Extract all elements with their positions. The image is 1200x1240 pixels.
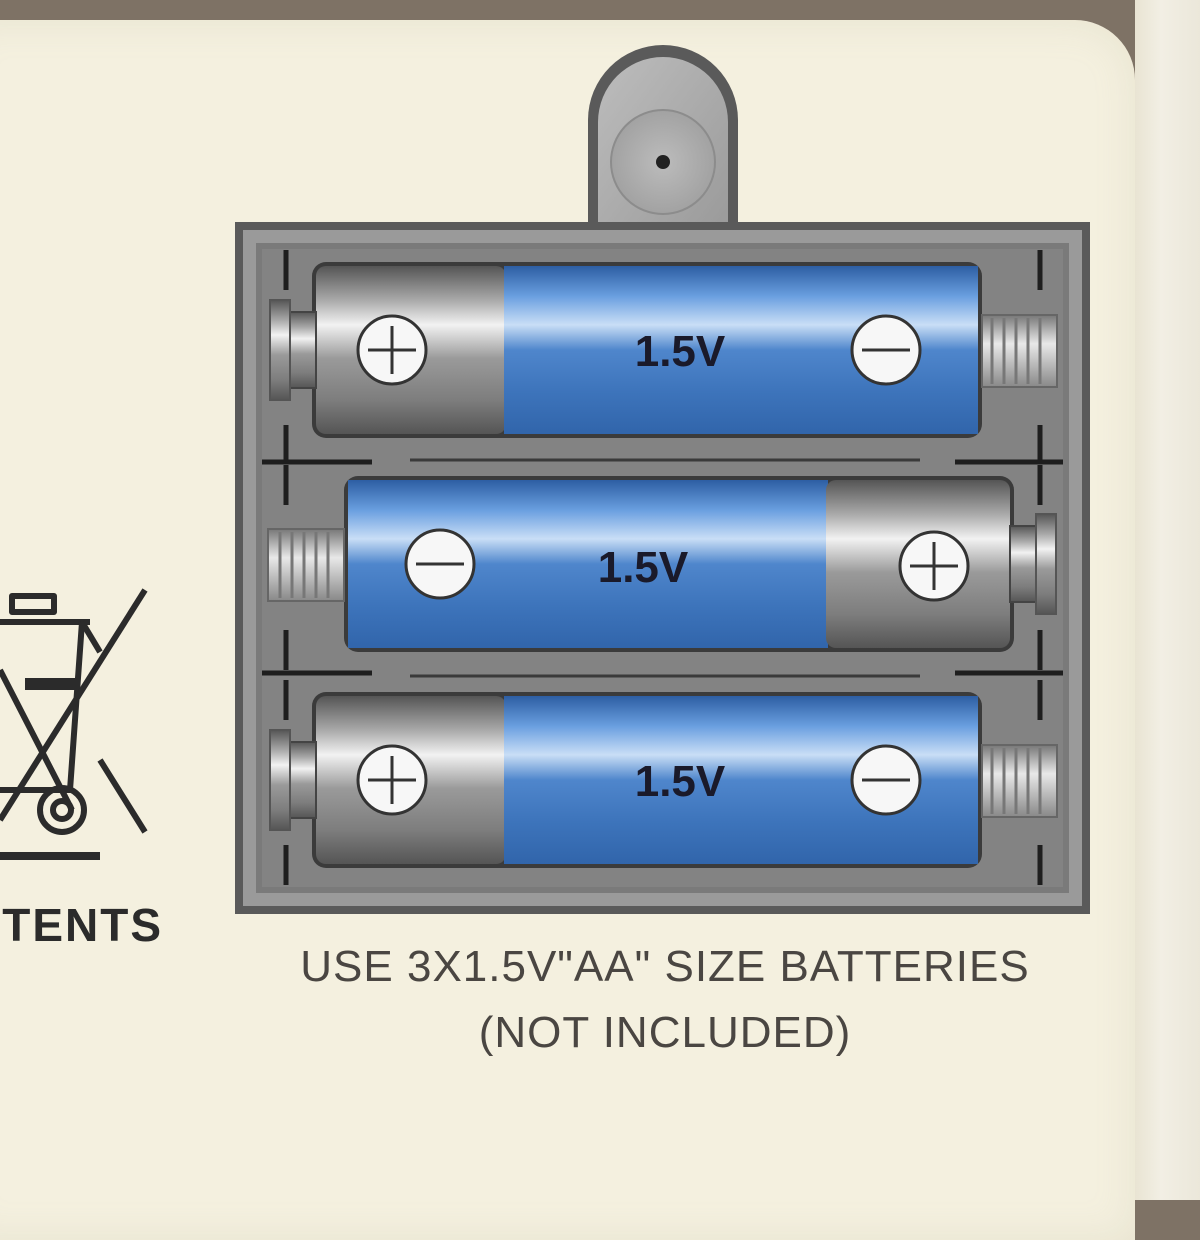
battery-3-voltage-label: 1.5V: [635, 757, 726, 806]
top-band: [0, 0, 1200, 20]
mounting-tab: [588, 45, 738, 232]
compartment-dividers: [262, 250, 1063, 885]
adjacent-panel-strip: [1135, 0, 1200, 1200]
minus-terminal-icon: [850, 314, 922, 386]
battery-3: 1.5V: [269, 692, 1058, 868]
battery-1-voltage-label: 1.5V: [635, 327, 726, 376]
battery-2-voltage-label: 1.5V: [598, 543, 689, 592]
battery-instruction-line-2: (NOT INCLUDED): [478, 1008, 852, 1057]
battery-2: 1.5V: [267, 476, 1057, 652]
plus-terminal-icon: [898, 530, 970, 602]
spring-contact: [981, 744, 1058, 818]
spring-contact: [981, 314, 1058, 388]
plus-terminal-icon: [356, 314, 428, 386]
battery-1: 1.5V: [269, 262, 1058, 438]
crossed-out-wheelie-bin-icon: [0, 588, 148, 860]
spring-contact: [267, 528, 345, 602]
minus-terminal-icon: [850, 744, 922, 816]
minus-terminal-icon: [404, 528, 476, 600]
battery-holder-illustration: 1.5V 1.5V: [235, 45, 1090, 914]
recycle-caption: TENTS: [2, 899, 163, 951]
battery-instruction-line-1: USE 3X1.5V"AA" SIZE BATTERIES: [300, 942, 1030, 991]
plus-terminal-icon: [356, 744, 428, 816]
